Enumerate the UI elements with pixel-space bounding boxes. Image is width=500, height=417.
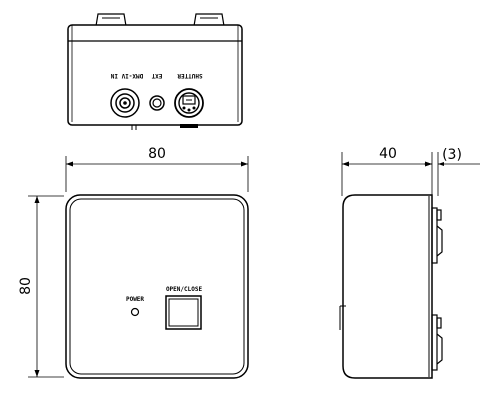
open-close-label: OPEN/CLOSE — [166, 286, 203, 293]
front-width-dimension: 80 — [148, 146, 166, 162]
ext-jack-icon — [149, 95, 165, 111]
dmx-port-label: DMX-IV IN — [110, 72, 143, 79]
top-left-mount-tab — [95, 13, 127, 27]
front-view: 80 80 POWER OPEN/CLOSE — [18, 146, 249, 379]
dmx-connector-icon — [110, 88, 140, 118]
shutter-port-label: SHUTTER — [177, 72, 203, 79]
top-right-mount-tab — [193, 13, 225, 27]
front-height-dimension: 80 — [18, 277, 34, 295]
open-close-button[interactable] — [165, 295, 202, 330]
power-led-icon — [130, 307, 140, 317]
side-view-body — [342, 194, 433, 379]
front-view-body — [65, 194, 249, 379]
shutter-connector-icon — [174, 88, 204, 118]
side-depth-dimension: 40 — [379, 146, 397, 162]
side-view: 40 (3) — [339, 146, 480, 379]
power-label: POWER — [126, 296, 144, 303]
ext-port-label: EXT — [151, 72, 162, 79]
side-extra-dimension: (3) — [442, 147, 462, 163]
top-view: DMX-IV IN EXT SHUTTER — [67, 13, 243, 130]
